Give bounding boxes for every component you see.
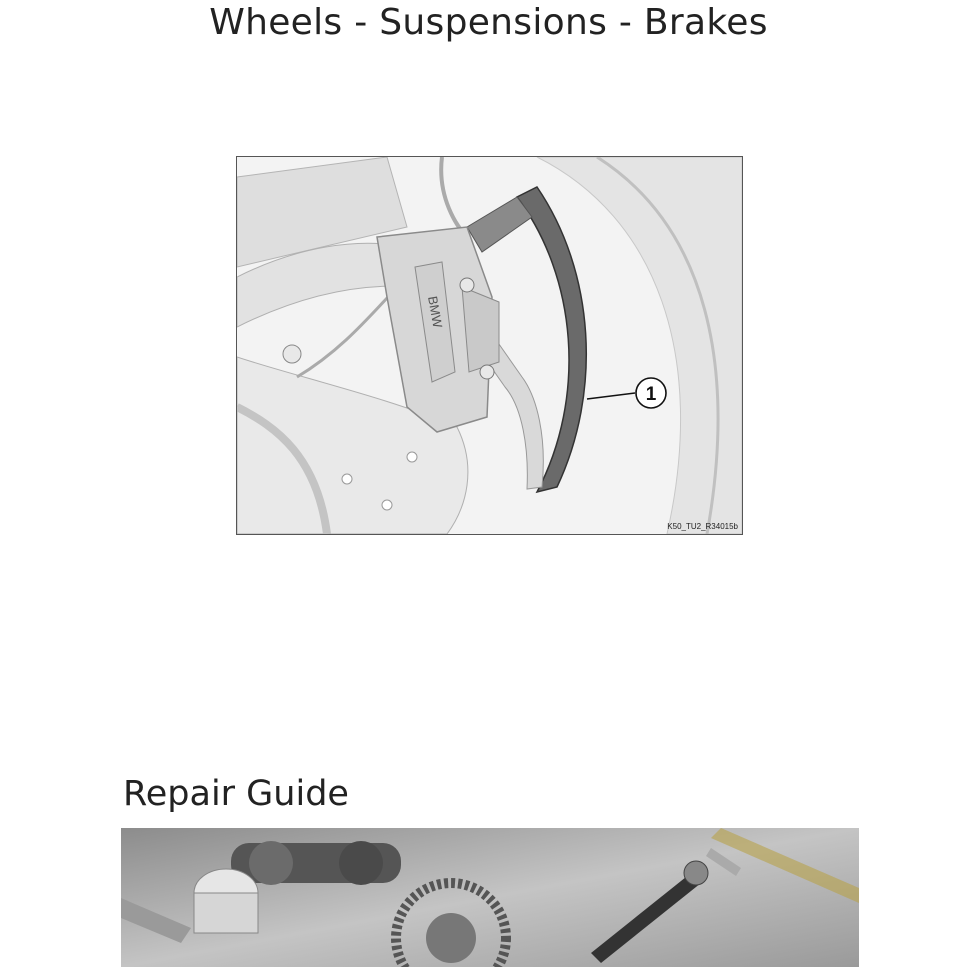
caliper-logo: BMW [425, 295, 445, 330]
repair-tools-banner [121, 828, 859, 967]
caliper-drawing: BMW 1 [237, 157, 742, 534]
figure-image-code: K50_TU2_R34015b [667, 522, 738, 531]
banner-image [121, 828, 859, 967]
page-title: Wheels - Suspensions - Brakes [209, 2, 768, 43]
callout-number: 1 [646, 384, 657, 405]
section-title: Repair Guide [123, 774, 349, 814]
brake-caliper-illustration: BMW 1 K50_TU2_R34015b [236, 156, 743, 535]
